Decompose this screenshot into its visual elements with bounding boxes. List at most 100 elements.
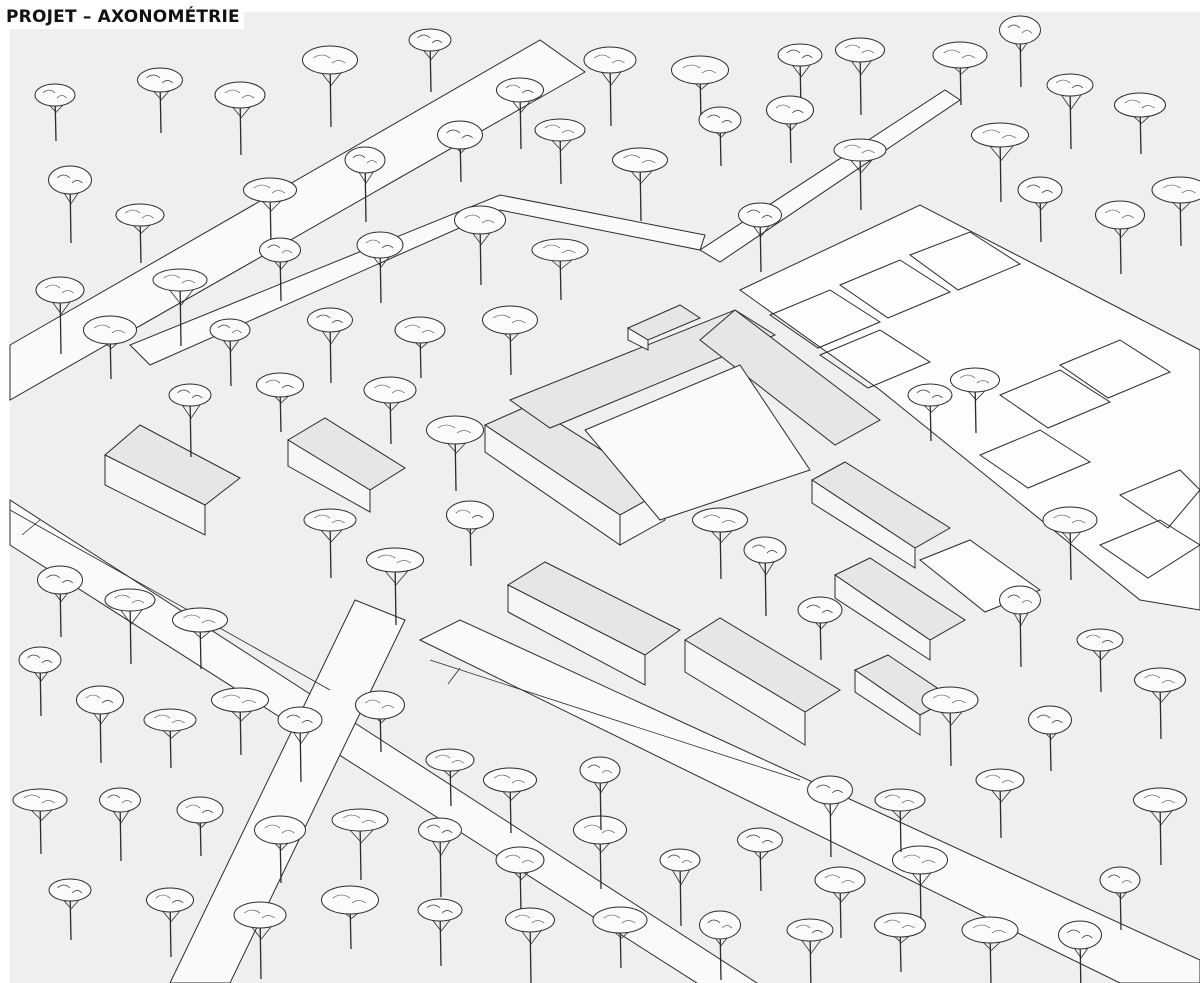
- pine-tree: [176, 796, 224, 857]
- tree-layer: [12, 15, 1200, 983]
- pine-tree: [999, 585, 1041, 668]
- pine-tree: [874, 912, 926, 973]
- pine-tree: [786, 918, 834, 983]
- pine-tree: [115, 203, 165, 264]
- pine-tree: [76, 685, 124, 764]
- court-4: [818, 329, 932, 389]
- court-5: [998, 369, 1112, 429]
- pine-tree: [743, 536, 787, 617]
- pine-tree: [104, 588, 156, 665]
- pine-tree: [356, 231, 404, 304]
- pine-tree: [35, 276, 85, 355]
- pine-tree: [1042, 506, 1098, 581]
- pine-tree: [446, 500, 494, 567]
- pine-tree: [766, 95, 814, 164]
- pine-tree: [807, 775, 853, 858]
- building-north-pavilion: [287, 417, 406, 513]
- pine-tree: [172, 607, 228, 670]
- pine-tree: [214, 81, 266, 156]
- road-southwest: [169, 599, 406, 983]
- pine-tree: [1058, 920, 1102, 983]
- pine-tree: [254, 815, 306, 884]
- pine-tree: [1151, 176, 1200, 247]
- pine-tree: [366, 547, 424, 626]
- pine-tree: [738, 202, 782, 273]
- pine-tree: [907, 383, 953, 442]
- pine-tree: [83, 315, 137, 380]
- pine-tree: [892, 845, 948, 926]
- pine-tree: [426, 415, 484, 492]
- pine-tree: [814, 866, 866, 939]
- pine-tree: [1028, 705, 1072, 772]
- pine-tree: [425, 748, 475, 807]
- court-1: [768, 289, 882, 349]
- pine-tree: [699, 910, 741, 981]
- pine-tree: [971, 122, 1029, 203]
- main-building-roof-east: [699, 309, 881, 446]
- pine-tree: [48, 878, 92, 941]
- pine-tree: [495, 846, 545, 913]
- pine-tree: [1133, 787, 1187, 866]
- pine-tree: [1046, 73, 1094, 150]
- pine-tree: [418, 817, 462, 898]
- pine-tree: [152, 268, 208, 347]
- building-housing-south-1: [506, 561, 681, 686]
- pine-tree: [408, 28, 452, 93]
- pine-tree: [355, 690, 405, 753]
- pine-tree: [592, 906, 648, 969]
- pine-tree: [579, 756, 621, 831]
- pine-tree: [573, 815, 627, 890]
- pine-tree: [482, 305, 538, 376]
- court-7: [978, 429, 1092, 489]
- pine-tree: [505, 907, 555, 983]
- pine-tree: [1114, 92, 1166, 155]
- pine-tree: [143, 708, 197, 769]
- pine-tree: [417, 898, 463, 967]
- pine-tree: [975, 768, 1025, 839]
- pine-tree: [692, 507, 748, 580]
- pine-tree: [932, 41, 988, 106]
- pine-tree: [659, 848, 701, 927]
- court-8: [1118, 469, 1200, 529]
- parking-lots: [9, 509, 801, 781]
- main-building: [483, 309, 881, 546]
- court-6: [1058, 339, 1172, 399]
- pine-tree: [961, 916, 1019, 983]
- pine-tree: [797, 596, 843, 661]
- pine-tree: [259, 237, 301, 302]
- secondary-buildings: [104, 304, 966, 746]
- pine-tree: [394, 316, 446, 379]
- building-west-pavilion: [104, 424, 241, 536]
- court-9: [1098, 519, 1200, 579]
- pine-tree: [302, 45, 358, 128]
- pine-tree: [48, 165, 92, 244]
- pine-tree: [483, 767, 537, 834]
- pine-tree: [999, 15, 1041, 88]
- pine-tree: [1017, 176, 1063, 243]
- pine-tree: [363, 376, 417, 445]
- pine-tree: [921, 686, 979, 767]
- pine-tree: [209, 318, 251, 387]
- pine-tree: [233, 901, 287, 980]
- pine-tree: [168, 383, 212, 458]
- pine-tree: [37, 565, 83, 638]
- pine-tree: [307, 307, 353, 384]
- pine-tree: [1095, 200, 1145, 275]
- pine-tree: [671, 55, 729, 122]
- pine-tree: [737, 827, 783, 892]
- pine-tree: [874, 788, 926, 853]
- pine-tree: [950, 367, 1000, 434]
- pine-tree: [835, 37, 885, 116]
- main-courtyard: [584, 364, 811, 521]
- pine-tree: [331, 808, 389, 881]
- court-3: [908, 231, 1022, 291]
- pine-tree: [146, 887, 194, 958]
- pine-tree: [256, 372, 304, 433]
- pine-tree: [211, 687, 269, 756]
- pine-tree: [99, 787, 141, 862]
- pine-tree: [12, 788, 68, 855]
- pine-tree: [698, 106, 742, 167]
- pine-tree: [1134, 667, 1186, 740]
- pine-tree: [534, 118, 586, 185]
